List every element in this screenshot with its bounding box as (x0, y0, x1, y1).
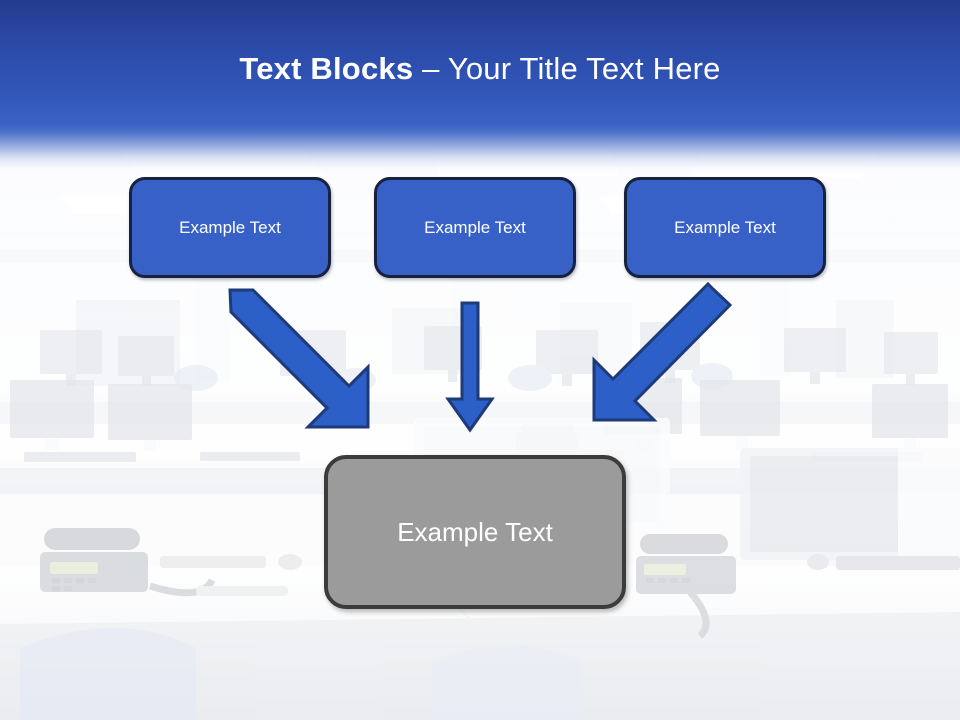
page-title-bold: Text Blocks (239, 51, 414, 86)
text-block-2-label: Example Text (424, 217, 526, 237)
page-title: Text Blocks – Your Title Text Here (0, 50, 960, 88)
text-block-1[interactable]: Example Text (129, 177, 331, 278)
text-block-3-label: Example Text (674, 217, 776, 237)
text-block-1-label: Example Text (179, 217, 281, 237)
result-text-block-label: Example Text (397, 516, 553, 547)
arrow-middle-icon (445, 301, 495, 433)
arrow-left-icon (228, 288, 370, 429)
title-banner: Text Blocks – Your Title Text Here (0, 0, 960, 175)
text-block-3[interactable]: Example Text (624, 177, 826, 278)
text-block-2[interactable]: Example Text (374, 177, 576, 278)
page-title-separator: – (413, 51, 448, 86)
arrow-right-icon (592, 281, 733, 422)
result-text-block[interactable]: Example Text (324, 455, 626, 609)
page-title-regular: Your Title Text Here (447, 51, 721, 86)
